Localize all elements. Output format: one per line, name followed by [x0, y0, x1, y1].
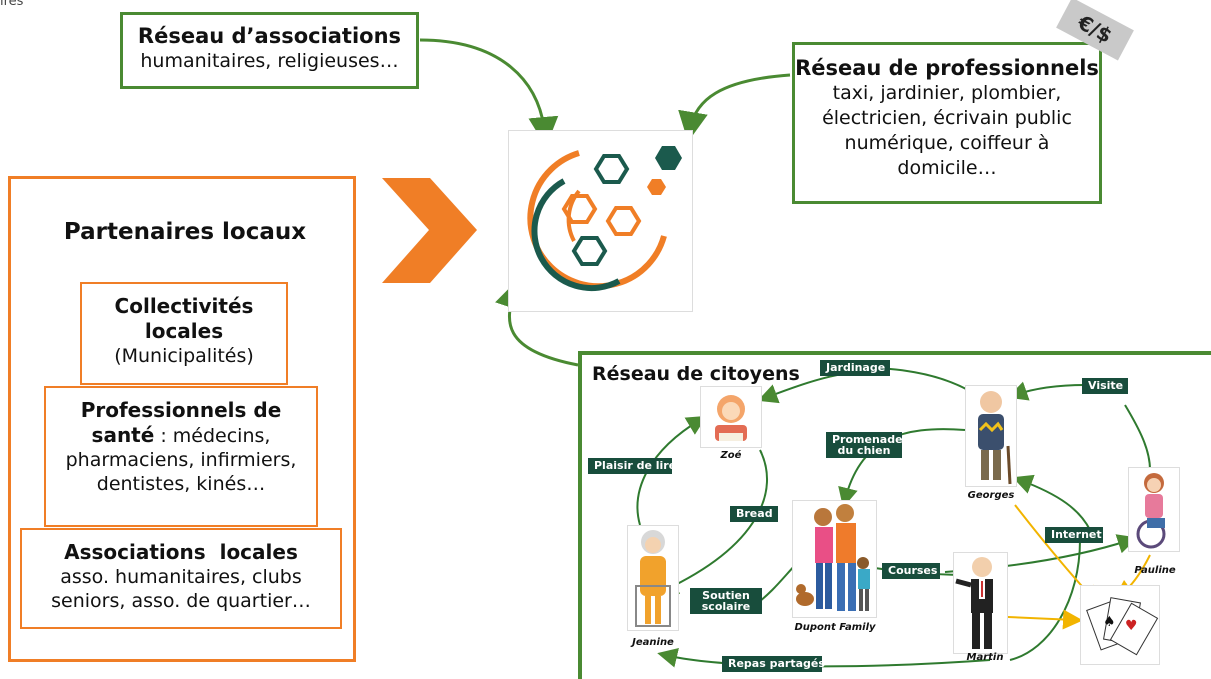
- associations-local-line: asso. humanitaires, clubs: [60, 566, 302, 588]
- person-name-pauline: Pauline: [1134, 565, 1176, 576]
- collectivites-title-2: locales: [144, 319, 224, 343]
- tag-jardinage: Jardinage: [820, 360, 890, 376]
- svg-text:♥: ♥: [1125, 618, 1138, 634]
- person-name-dupont: Dupont Family: [794, 622, 876, 633]
- associations-network-box: Réseau d’associations humanitaires, reli…: [120, 12, 419, 89]
- health-title: Professionnels de: [80, 398, 282, 422]
- citizens-network-title: Réseau de citoyens: [592, 363, 800, 385]
- tag-plaisir-de-lire: Plaisir de lire: [588, 458, 676, 474]
- person-name-georges: Georges: [967, 490, 1015, 501]
- person-zoe: [700, 386, 762, 448]
- person-martin: [953, 552, 1008, 654]
- citizens-network-box: Réseau de citoyens: [578, 351, 1211, 679]
- person-name-martin: Martin: [966, 652, 1004, 663]
- person-jeanine: [627, 525, 679, 631]
- professionals-line: taxi, jardinier, plombier,: [832, 82, 1062, 104]
- associations-network-subtitle: humanitaires, religieuses…: [140, 50, 399, 72]
- professionals-line: domicile…: [897, 157, 997, 179]
- tag-courses: Courses: [882, 563, 940, 579]
- health-line: pharmaciens, infirmiers,: [65, 449, 297, 471]
- clipped-text: ires: [0, 0, 24, 9]
- professionals-network-box: Réseau de professionnels taxi, jardinier…: [792, 42, 1102, 204]
- person-name-jeanine: Jeanine: [632, 637, 674, 648]
- playing-cards-image: ♥♠: [1080, 585, 1160, 665]
- arrow-associations-to-logo: [419, 38, 559, 147]
- tag-internet: Internet: [1045, 527, 1103, 543]
- health-line: dentistes, kinés…: [96, 473, 266, 495]
- local-partners-title: Partenaires locaux: [63, 219, 307, 245]
- professionals-network-title: Réseau de professionnels: [795, 56, 1099, 80]
- collectivites-box: Collectivités locales (Municipalités): [80, 282, 288, 385]
- professionals-line: électricien, écrivain public: [822, 107, 1072, 129]
- person-name-zoe: Zoé: [720, 450, 742, 461]
- tag-promenade: Promenade du chien: [826, 432, 903, 458]
- associations-network-title: Réseau d’associations: [137, 24, 402, 48]
- central-logo: [508, 130, 693, 312]
- tag-repas-partages: Repas partagés: [722, 656, 825, 672]
- associations-local-title: Associations locales: [64, 540, 298, 564]
- professionals-line: numérique, coiffeur à: [844, 132, 1050, 154]
- health-line-rest: : médecins,: [154, 425, 271, 447]
- svg-text:♠: ♠: [1103, 614, 1116, 630]
- tag-bread: Bread: [730, 506, 778, 522]
- associations-local-box: Associations locales asso. humanitaires,…: [20, 528, 342, 629]
- person-pauline: [1128, 467, 1180, 552]
- tag-soutien-scolaire: Soutien scolaire: [690, 588, 762, 614]
- associations-local-line: seniors, asso. de quartier…: [51, 590, 311, 612]
- tag-visite: Visite: [1082, 378, 1128, 394]
- health-box: Professionnels de santé : médecins, phar…: [44, 386, 318, 527]
- collectivites-detail: (Municipalités): [114, 345, 254, 367]
- collectivites-title: Collectivités: [114, 294, 254, 318]
- person-dupont-family: [792, 500, 877, 618]
- chevron-right-icon: [382, 178, 477, 283]
- person-georges: [965, 385, 1017, 487]
- health-bold-word: santé: [91, 423, 155, 447]
- arrow-professionals-to-logo: [678, 73, 791, 142]
